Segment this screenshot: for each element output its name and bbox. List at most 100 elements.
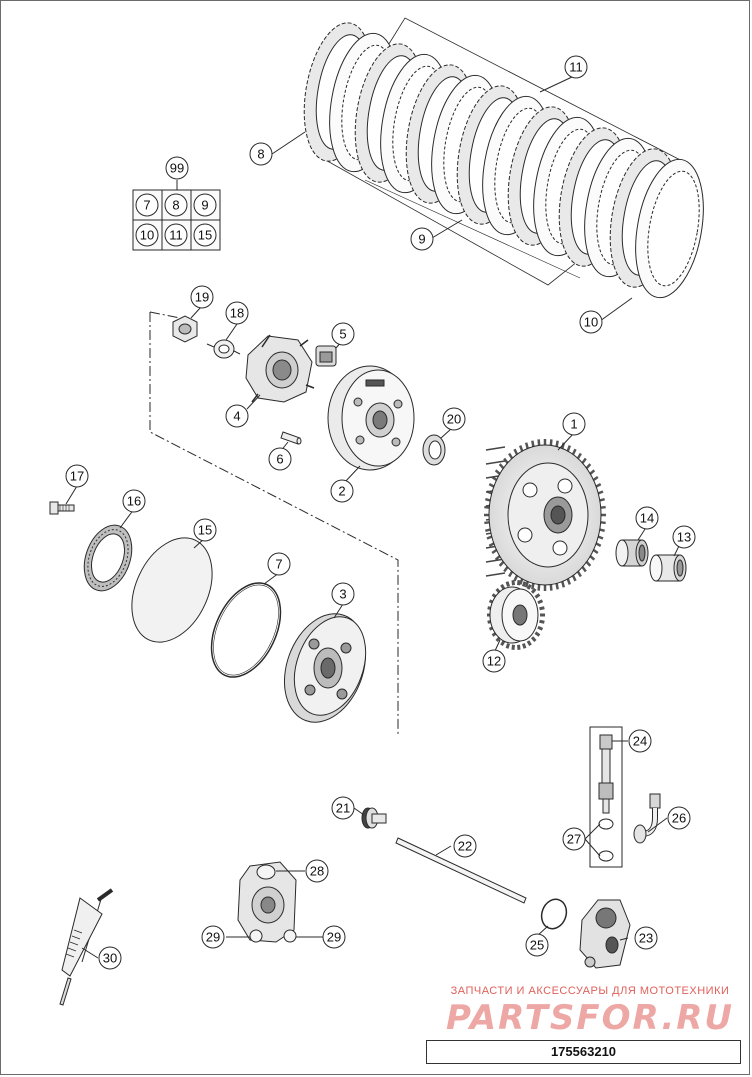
kit-item-15: 15 xyxy=(193,223,217,247)
callout-27: 27 xyxy=(562,827,586,851)
callout-30: 30 xyxy=(98,946,122,970)
o-ring-25 xyxy=(540,898,568,930)
callout-label: 5 xyxy=(339,327,346,342)
kit-item-10: 10 xyxy=(135,223,159,247)
lock-washer-18 xyxy=(206,339,241,359)
callout-1: 1 xyxy=(562,412,586,436)
svg-text:7: 7 xyxy=(143,198,150,213)
callout-label: 29 xyxy=(206,930,220,945)
callout-25: 25 xyxy=(525,933,549,957)
callout-label: 13 xyxy=(677,530,691,545)
callout-label: 18 xyxy=(230,306,244,321)
callout-26: 26 xyxy=(667,806,691,830)
clutch-slave-cover-28-29 xyxy=(237,861,297,943)
callout-label: 23 xyxy=(639,931,653,946)
callout-label: 10 xyxy=(584,315,598,330)
callout-15: 15 xyxy=(193,518,217,542)
sleeve-13 xyxy=(649,554,687,582)
callout-14: 14 xyxy=(635,506,659,530)
callout-18: 18 xyxy=(225,301,249,325)
callout-17: 17 xyxy=(65,464,89,488)
callout-label: 21 xyxy=(336,801,350,816)
callout-5: 5 xyxy=(331,322,355,346)
callout-7: 7 xyxy=(267,552,291,576)
callout-16: 16 xyxy=(122,489,146,513)
idler-gear-12 xyxy=(487,580,545,650)
callout-21: 21 xyxy=(331,796,355,820)
wire-ring-7 xyxy=(210,582,282,678)
callout-12: 12 xyxy=(482,649,506,673)
callout-23: 23 xyxy=(634,926,658,950)
kit-item-7: 7 xyxy=(135,193,159,217)
screw-17 xyxy=(49,501,75,515)
callout-4: 4 xyxy=(225,404,249,428)
callout-label: 9 xyxy=(418,232,425,247)
watermark-tagline: ЗАПЧАСТИ И АКСЕССУАРЫ ДЛЯ МОТОТЕХНИКИ xyxy=(450,985,730,997)
callout-29: 29 xyxy=(201,925,225,949)
slider-5 xyxy=(315,345,337,367)
callout-10: 10 xyxy=(579,310,603,334)
callout-label: 3 xyxy=(339,587,346,602)
callout-label: 27 xyxy=(567,832,581,847)
bearing-disc-16 xyxy=(83,524,133,592)
kit-item-11: 11 xyxy=(164,223,188,247)
slave-cylinder-23 xyxy=(579,899,631,969)
svg-text:9: 9 xyxy=(201,198,208,213)
callout-label: 30 xyxy=(103,951,117,966)
callout-8: 8 xyxy=(249,142,273,166)
callout-19: 19 xyxy=(190,285,214,309)
kit-99-contents: 99 7 8 9 10 11 15 xyxy=(135,156,217,247)
callout-label: 20 xyxy=(447,412,461,427)
syringe-tool-30 xyxy=(59,888,114,1006)
callout-label: 11 xyxy=(569,60,583,75)
callout-label: 16 xyxy=(127,494,141,509)
callout-11: 11 xyxy=(564,55,588,79)
nut-19 xyxy=(172,315,198,343)
outer-clutch-basket-1 xyxy=(484,439,606,591)
banjo-pipe-26 xyxy=(633,793,661,844)
svg-text:15: 15 xyxy=(198,228,212,243)
pressure-plate-3 xyxy=(283,613,367,723)
pin-6 xyxy=(280,431,302,445)
callouts: 1234567891011121314151617181920212223242… xyxy=(65,55,696,970)
callout-label: 2 xyxy=(338,484,345,499)
callout-22: 22 xyxy=(453,834,477,858)
kit-item-9: 9 xyxy=(193,193,217,217)
clutch-disc-stack xyxy=(303,17,704,299)
drawing-number: 175563210 xyxy=(426,1040,741,1064)
callout-label: 4 xyxy=(233,409,240,424)
svg-text:8: 8 xyxy=(172,198,179,213)
callout-24: 24 xyxy=(628,729,652,753)
clutch-pressure-cap-4 xyxy=(245,334,315,403)
callout-99: 99 xyxy=(165,156,189,180)
callout-13: 13 xyxy=(672,525,696,549)
steel-disc xyxy=(635,158,704,299)
push-piece-21 xyxy=(361,807,387,829)
callout-28: 28 xyxy=(305,859,329,883)
callout-label: 19 xyxy=(195,290,209,305)
svg-text:11: 11 xyxy=(169,228,183,243)
callout-9: 9 xyxy=(410,227,434,251)
callout-2: 2 xyxy=(330,479,354,503)
callout-label: 6 xyxy=(276,452,283,467)
kit-item-8: 8 xyxy=(164,193,188,217)
svg-text:10: 10 xyxy=(140,228,154,243)
assembly-group-frame xyxy=(149,312,399,735)
kit-label: 99 xyxy=(170,161,184,176)
callout-label: 1 xyxy=(570,417,577,432)
callout-label: 22 xyxy=(458,839,472,854)
callout-label: 25 xyxy=(530,938,544,953)
callout-label: 28 xyxy=(310,864,324,879)
push-rod-22 xyxy=(395,837,527,904)
callout-label: 7 xyxy=(275,557,282,572)
callout-label: 15 xyxy=(198,523,212,538)
bushing-14 xyxy=(615,539,649,567)
callout-label: 12 xyxy=(487,654,501,669)
callout-label: 8 xyxy=(257,147,264,162)
inner-clutch-hub-2 xyxy=(327,365,415,471)
callout-label: 29 xyxy=(327,930,341,945)
callout-label: 24 xyxy=(633,734,647,749)
callout-20: 20 xyxy=(442,407,466,431)
